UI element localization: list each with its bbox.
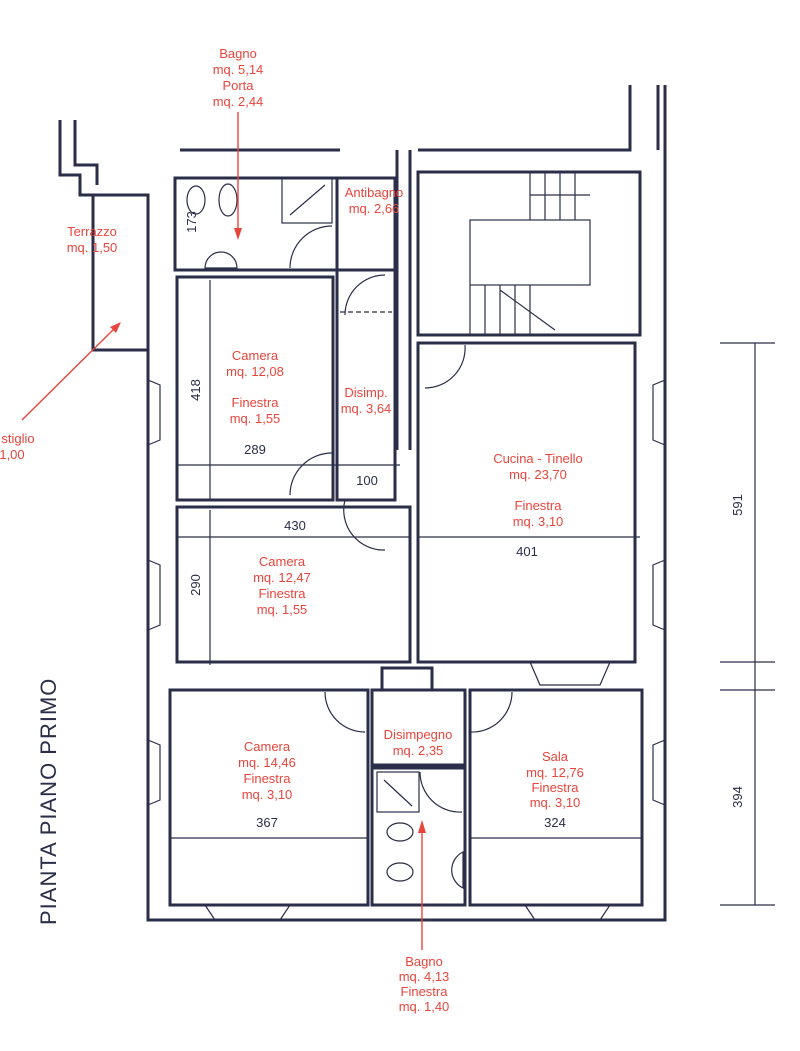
bagno-bottom-name: Bagno xyxy=(405,954,443,969)
dim-290: 290 xyxy=(188,574,203,596)
dim-173: 173 xyxy=(184,211,199,233)
dim-324: 324 xyxy=(544,815,566,830)
sala-window: Finestra xyxy=(532,780,580,795)
room-labels: Bagno mq. 5,14 Porta mq. 2,44 Antibagno … xyxy=(0,46,584,1014)
camera1-window: Finestra xyxy=(232,395,280,410)
camera3-window: Finestra xyxy=(244,771,292,786)
dimension-labels: 173 418 289 100 430 290 401 367 324 591 … xyxy=(184,211,745,830)
sala-window-area: mq. 3,10 xyxy=(530,795,581,810)
ripostiglio-name: stiglio xyxy=(1,431,34,446)
camera2-window: Finestra xyxy=(259,586,307,601)
camera2-name: Camera xyxy=(259,554,306,569)
dim-100: 100 xyxy=(356,473,378,488)
cucina-window-area: mq. 3,10 xyxy=(513,514,564,529)
dim-430: 430 xyxy=(284,518,306,533)
antibagno-area: mq. 2,66 xyxy=(349,201,400,216)
dim-418: 418 xyxy=(188,379,203,401)
plan-title: PIANTA PIANO PRIMO xyxy=(36,678,61,925)
cucina-area: mq. 23,70 xyxy=(509,467,567,482)
cucina-name: Cucina - Tinello xyxy=(493,451,583,466)
sala-name: Sala xyxy=(542,749,569,764)
camera1-window-area: mq. 1,55 xyxy=(230,411,281,426)
sala-area: mq. 12,76 xyxy=(526,765,584,780)
bagno-top-area: mq. 5,14 xyxy=(213,62,264,77)
terrazzo-name: Terrazzo xyxy=(67,224,117,239)
walls xyxy=(58,85,775,922)
bagno-bottom-area: mq. 4,13 xyxy=(399,969,450,984)
cucina-window: Finestra xyxy=(515,498,563,513)
antibagno-name: Antibagno xyxy=(345,185,404,200)
dim-401: 401 xyxy=(516,544,538,559)
bagno-top-porta-area: mq. 2,44 xyxy=(213,94,264,109)
camera3-window-area: mq. 3,10 xyxy=(242,787,293,802)
bagno-bottom-window: Finestra xyxy=(401,984,449,999)
camera2-area: mq. 12,47 xyxy=(253,570,311,585)
dim-289: 289 xyxy=(244,442,266,457)
arrows xyxy=(21,112,426,950)
bagno-bottom-window-area: mq. 1,40 xyxy=(399,999,450,1014)
camera2-window-area: mq. 1,55 xyxy=(257,602,308,617)
disimpegno-name: Disimpegno xyxy=(384,727,453,742)
camera1-name: Camera xyxy=(232,348,279,363)
camera3-area: mq. 14,46 xyxy=(238,755,296,770)
disimp-name: Disimp. xyxy=(344,385,387,400)
ripostiglio-area: 1,00 xyxy=(0,447,25,462)
camera3-name: Camera xyxy=(244,739,291,754)
camera1-area: mq. 12,08 xyxy=(226,364,284,379)
dim-591: 591 xyxy=(730,494,745,516)
dim-367: 367 xyxy=(256,815,278,830)
bagno-top-porta: Porta xyxy=(222,78,254,93)
dim-394: 394 xyxy=(730,786,745,808)
disimp-area: mq. 3,64 xyxy=(341,401,392,416)
terrazzo-area: mq. 1,50 xyxy=(67,240,118,255)
bagno-top-name: Bagno xyxy=(219,46,257,61)
disimpegno-area: mq. 2,35 xyxy=(393,743,444,758)
